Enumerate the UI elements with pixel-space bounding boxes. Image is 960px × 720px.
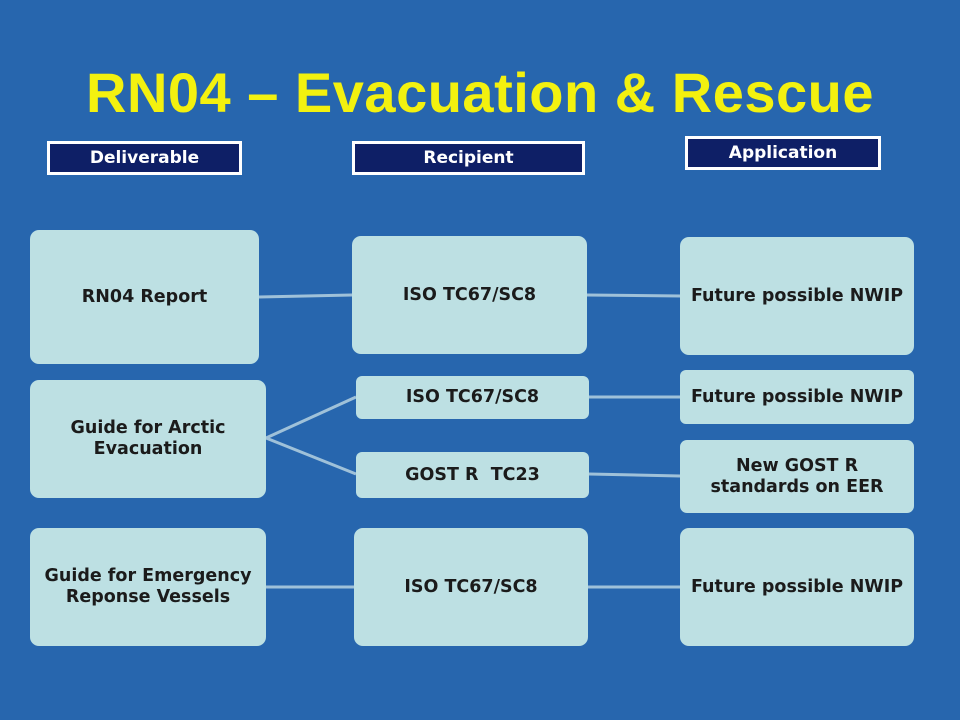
connector-arctic-to-gost: [265, 436, 357, 476]
connector-report-to-iso: [258, 293, 353, 299]
header-application: Application: [685, 136, 881, 170]
application-future-nwip: Future possible NWIP: [680, 528, 914, 646]
application-new-gost-r-standards: New GOST R standards on EER: [680, 440, 914, 513]
recipient-iso-tc67-sc8: ISO TC67/SC8: [356, 376, 589, 419]
slide-title: RN04 – Evacuation & Rescue: [86, 61, 874, 124]
application-future-nwip: Future possible NWIP: [680, 237, 914, 355]
connector-iso-to-nwip-1: [586, 293, 682, 298]
connector-arctic-to-iso: [265, 395, 357, 440]
connector-gost-to-eer: [588, 472, 681, 478]
deliverable-guide-emergency-response-vessels: Guide for Emergency Reponse Vessels: [30, 528, 266, 646]
header-recipient: Recipient: [352, 141, 585, 175]
header-deliverable: Deliverable: [47, 141, 242, 175]
application-future-nwip: Future possible NWIP: [680, 370, 914, 424]
recipient-gost-r-tc23: GOST R TC23: [356, 452, 589, 498]
recipient-iso-tc67-sc8: ISO TC67/SC8: [352, 236, 587, 354]
deliverable-guide-arctic-evacuation: Guide for Arctic Evacuation: [30, 380, 266, 498]
recipient-iso-tc67-sc8: ISO TC67/SC8: [354, 528, 588, 646]
deliverable-rn04-report: RN04 Report: [30, 230, 259, 364]
